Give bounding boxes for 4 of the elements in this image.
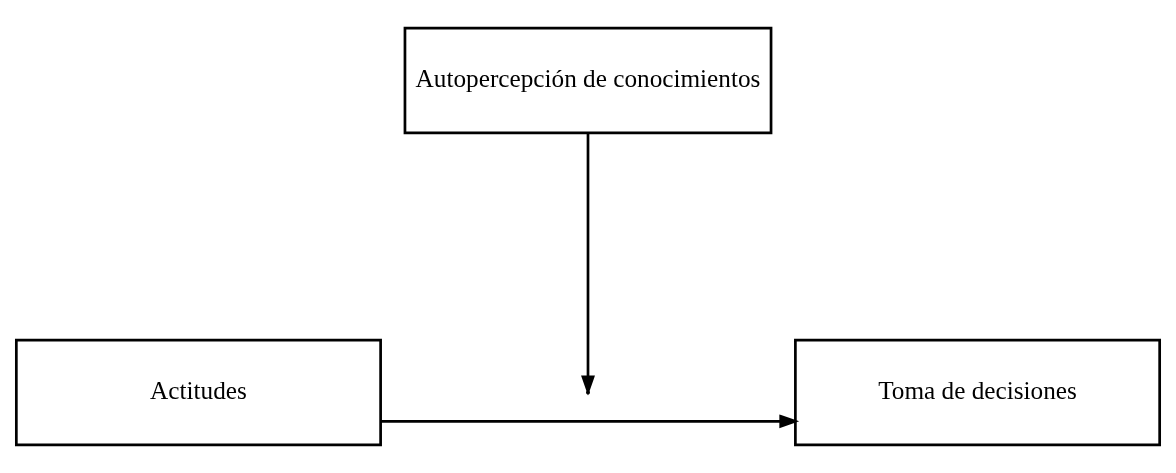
node-box: Toma de decisiones xyxy=(794,338,1161,447)
node-box: Autopercepción de conocimientos xyxy=(403,26,773,135)
node-box: Actitudes xyxy=(15,338,382,447)
arrow xyxy=(380,414,800,429)
